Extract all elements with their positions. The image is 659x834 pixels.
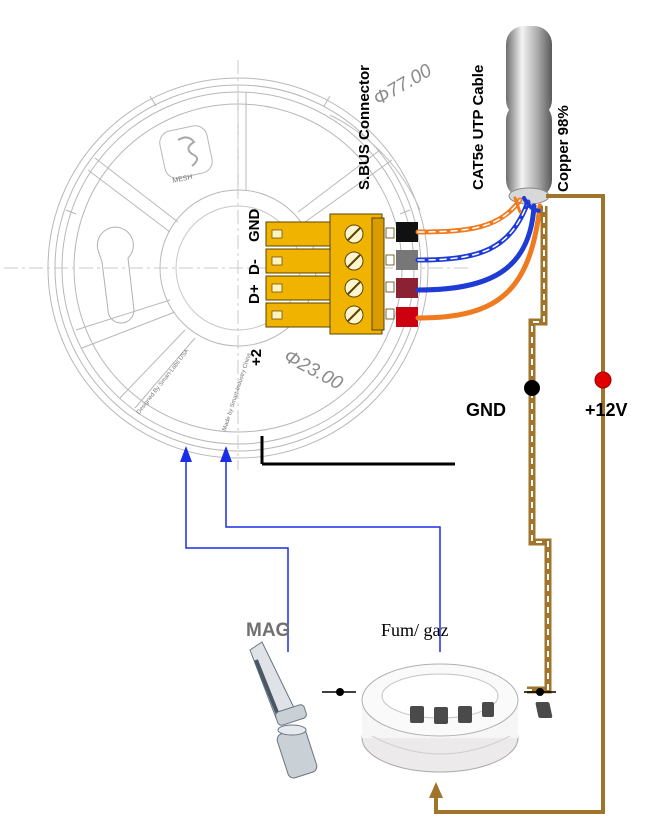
plus12v-dot: [594, 371, 612, 389]
grey-wire-stub: [396, 250, 418, 270]
signal-wires: [185, 460, 441, 652]
cat5e-cable: [506, 26, 552, 205]
gnd-label: GND: [466, 400, 506, 420]
pin-d-minus-label: D-: [246, 259, 263, 275]
dimension-arc: [329, 114, 421, 211]
arrow-smoke-signal: [220, 446, 232, 462]
copper-label: Copper 98%: [555, 105, 572, 192]
pin-gnd-label: GND: [246, 208, 263, 242]
mag-label: MAG: [246, 620, 291, 641]
arrow-to-detector: [429, 782, 443, 798]
smoke-label: Fum/ gaz: [381, 620, 449, 640]
mag-sensor: [249, 641, 318, 779]
pair-wires: [415, 196, 547, 321]
mount-bracket: [260, 436, 455, 466]
smoke-detector: [361, 663, 553, 773]
gnd-dot: [524, 380, 540, 396]
cable-label: CAT5e UTP Cable: [470, 64, 487, 190]
pin-d-plus-label: D+: [246, 284, 263, 304]
terminal-dot-left: [336, 688, 344, 696]
maroon-wire-stub: [396, 278, 418, 298]
black-wire-stub: [396, 222, 418, 242]
terminal-dot-right: [536, 688, 544, 696]
plus12v-label: +12V: [585, 400, 628, 420]
center-lines: [4, 60, 470, 470]
red-wire-stub: [396, 307, 418, 327]
power-wiring: [434, 194, 605, 814]
sbus-connector-label: S.BUS Connector: [356, 64, 373, 190]
sbus-terminal-block: [265, 213, 418, 335]
arrow-mag-signal: [180, 446, 192, 462]
